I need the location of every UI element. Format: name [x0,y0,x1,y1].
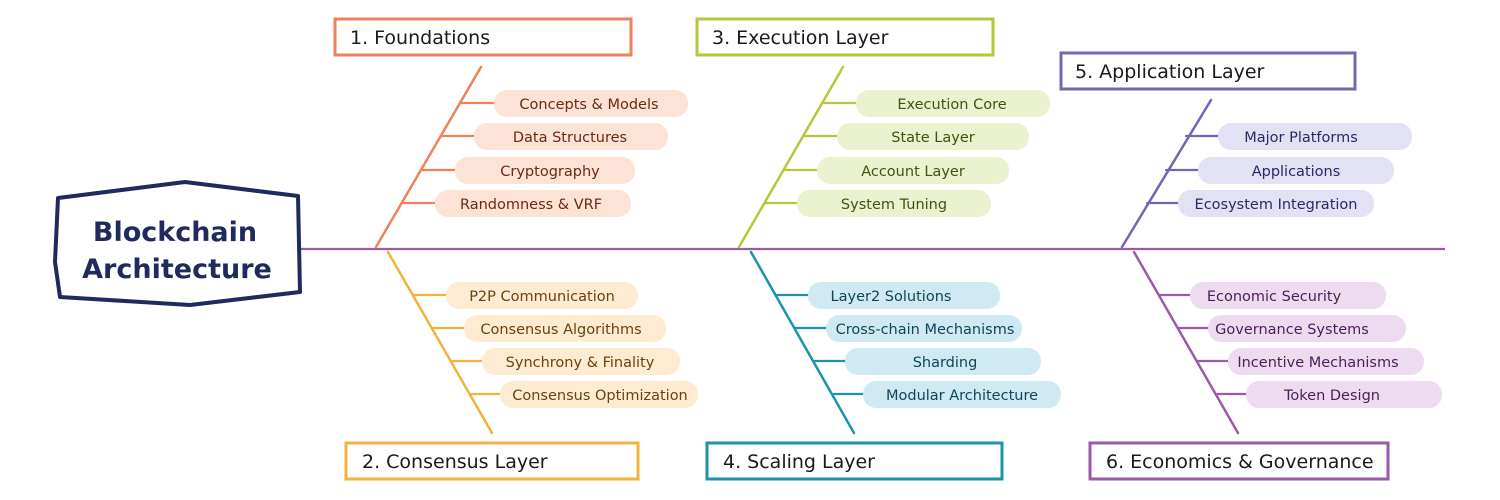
category-consensus-layer: 2. Consensus Layer P2P Communication Con… [344,250,698,481]
item-pill [464,315,666,342]
category-title: 1. Foundations [350,27,490,49]
item-label: Consensus Optimization [512,388,688,404]
item-label: Consensus Algorithms [480,322,641,338]
item-label: P2P Communication [469,289,615,305]
category-title-box [344,441,640,481]
head-title-line1: Blockchain [93,217,257,248]
category-foundations: 1. Foundations Concepts & Models Data St… [333,17,688,249]
item-label: Modular Architecture [886,388,1038,404]
item-pill [1178,190,1374,217]
item-label: Applications [1252,164,1341,180]
bone-scaling [749,250,856,435]
item-pill [500,381,698,408]
item-label: Synchrony & Finality [506,355,655,371]
item-label: Data Structures [513,130,627,146]
category-title-box [695,17,995,57]
item-label: Execution Core [897,97,1006,113]
item-pill [808,282,1000,309]
item-pill [1246,381,1442,408]
category-title-box [1088,441,1390,481]
item-pill [826,315,1022,342]
item-pill [817,157,1009,184]
item-label: Concepts & Models [519,97,658,113]
item-pill [1198,157,1394,184]
head-frame [53,180,302,307]
bone-execution [737,65,845,249]
item-label: Randomness & VRF [460,197,602,213]
item-pill [455,157,635,184]
item-pill [837,123,1029,150]
item-pill [797,190,991,217]
item-pill [474,123,668,150]
category-title: 3. Execution Layer [712,27,889,49]
category-title: 6. Economics & Governance [1106,451,1374,473]
category-execution-layer: 3. Execution Layer Execution Core State … [695,17,1050,249]
item-pill [856,90,1050,117]
category-application-layer: 5. Application Layer Major Platforms App… [1059,51,1412,249]
item-pill [845,348,1041,375]
bone-economics [1132,250,1240,435]
item-pill [1218,123,1412,150]
bone-foundations [374,65,483,249]
item-label: Ecosystem Integration [1195,197,1358,213]
bone-application [1120,98,1213,249]
item-label: Economic Security [1207,289,1342,305]
item-label: Token Design [1283,388,1380,404]
item-pill [1228,348,1424,375]
category-title-box [1059,51,1357,91]
item-label: Governance Systems [1215,322,1369,338]
category-title: 2. Consensus Layer [362,451,548,473]
item-label: Cryptography [500,164,600,180]
item-label: Layer2 Solutions [831,289,952,305]
category-scaling-layer: 4. Scaling Layer Layer2 Solutions Cross-… [705,250,1061,481]
item-label: Sharding [913,355,978,371]
item-pill [494,90,688,117]
item-label: Incentive Mechanisms [1237,355,1398,371]
item-pill [1190,282,1386,309]
category-title: 4. Scaling Layer [723,451,875,473]
item-label: Account Layer [861,164,965,180]
head-box: Blockchain Architecture [53,180,302,307]
item-pill [482,348,680,375]
item-pill [435,190,631,217]
item-label: State Layer [891,130,974,146]
item-label: System Tuning [841,197,947,213]
category-title: 5. Application Layer [1075,61,1265,83]
category-economics-governance: 6. Economics & Governance Economic Secur… [1088,250,1442,481]
item-label: Cross-chain Mechanisms [836,322,1015,338]
bone-consensus [386,250,494,435]
category-title-box [333,17,633,57]
head-title-line2: Architecture [82,254,272,285]
item-pill [1208,315,1406,342]
item-pill [863,381,1061,408]
item-label: Major Platforms [1244,130,1358,146]
category-title-box [705,441,1004,481]
item-pill [446,282,638,309]
